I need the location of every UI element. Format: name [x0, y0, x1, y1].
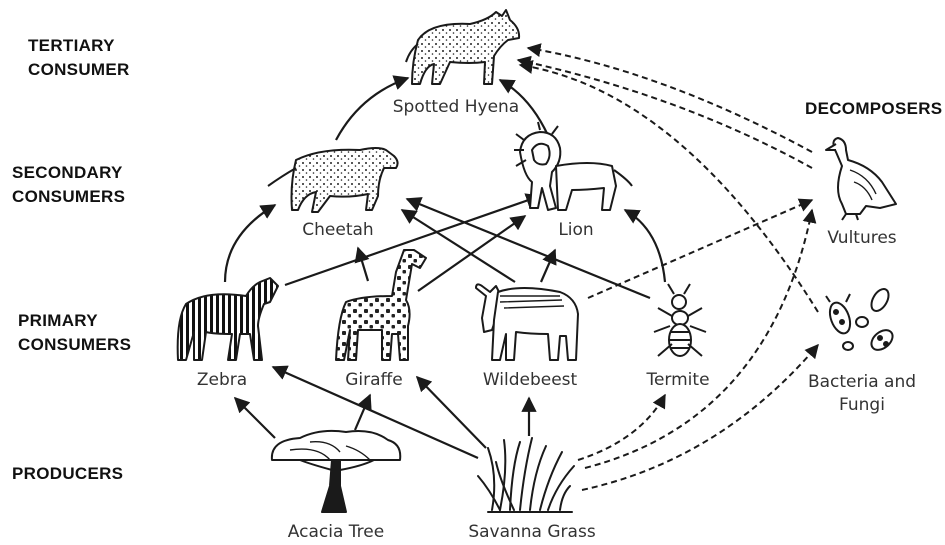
arrow-acacia-giraffe: [355, 395, 370, 430]
arrow-giraffe-cheetah: [358, 248, 368, 281]
grass-icon: [478, 438, 574, 512]
level-label-decomposers: DECOMPOSERS: [805, 97, 942, 121]
label-bacteria-line: Bacteria and: [808, 371, 916, 394]
wildebeest-icon: [476, 284, 578, 360]
level-label-line: TERTIARY: [28, 34, 130, 58]
label-bacteria-line: Fungi: [808, 394, 916, 417]
arrow-termite-lion: [625, 210, 665, 282]
level-label-line: CONSUMERS: [18, 333, 131, 357]
arrow-grass-giraffe: [417, 377, 486, 448]
label-cheetah: Cheetah: [302, 219, 373, 242]
decomposition-arrows: [518, 48, 818, 490]
label-giraffe: Giraffe: [345, 369, 402, 392]
acacia-tree-icon: [272, 431, 400, 512]
label-acacia: Acacia Tree: [288, 521, 384, 544]
label-hyena: Spotted Hyena: [393, 96, 519, 119]
level-label-line: SECONDARY: [12, 161, 125, 185]
level-label-line: CONSUMER: [28, 58, 130, 82]
level-label-secondary: SECONDARY CONSUMERS: [12, 161, 125, 209]
label-termite: Termite: [646, 369, 709, 392]
giraffe-icon: [336, 250, 426, 360]
arrow-grass-termite: [578, 395, 665, 460]
zebra-icon: [178, 278, 278, 360]
arrow-zebra-cheetah: [225, 205, 275, 282]
lion-icon: [514, 122, 632, 210]
label-wildebeest: Wildebeest: [483, 369, 577, 392]
label-bacteria: Bacteria and Fungi: [808, 371, 916, 417]
cheetah-icon: [268, 148, 398, 212]
level-label-line: CONSUMERS: [12, 185, 125, 209]
level-label-primary: PRIMARY CONSUMERS: [18, 309, 131, 357]
level-label-producers: PRODUCERS: [12, 462, 123, 486]
label-vultures: Vultures: [827, 227, 896, 250]
arrow-vultures-hyena-2: [518, 60, 812, 168]
level-label-line: PRIMARY: [18, 309, 131, 333]
hyena-icon: [406, 10, 519, 84]
feeding-arrows: [225, 78, 665, 458]
arrow-wildebeest-vultures: [588, 200, 812, 298]
level-label-tertiary: TERTIARY CONSUMER: [28, 34, 130, 82]
termite-icon: [654, 284, 706, 356]
arrow-grass-bacteria: [582, 345, 818, 490]
label-lion: Lion: [558, 219, 593, 242]
arrow-acacia-zebra: [235, 398, 275, 438]
bacteria-icon: [826, 286, 896, 354]
label-grass: Savanna Grass: [468, 521, 595, 544]
vulture-icon: [826, 138, 896, 220]
label-zebra: Zebra: [197, 369, 247, 392]
arrow-termite-cheetah: [407, 199, 650, 298]
